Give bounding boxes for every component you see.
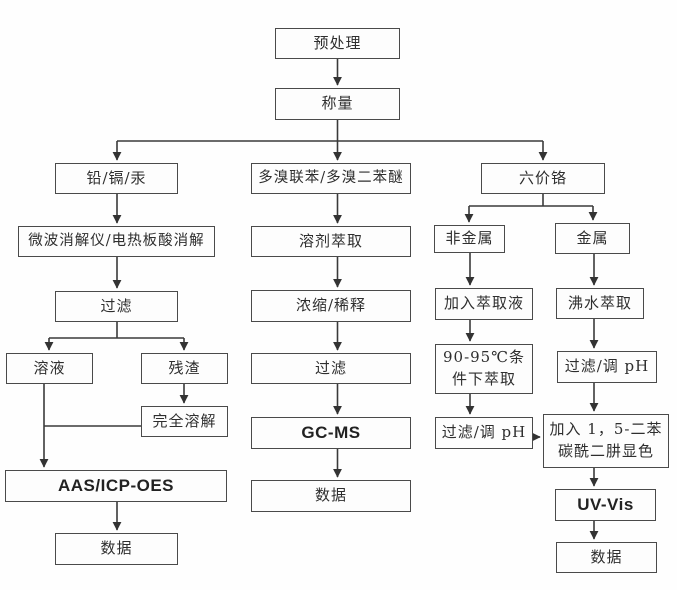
node-data-left: 数据	[55, 533, 178, 565]
node-acid-digestion: 微波消解仪/电热板酸消解	[18, 226, 215, 257]
node-filter-ph-nonmetal: 过滤/调 pH	[435, 417, 533, 449]
node-boiling-water-extraction: 沸水萃取	[556, 288, 644, 319]
node-uv-vis: UV-Vis	[555, 489, 656, 521]
node-filter-left: 过滤	[55, 291, 178, 322]
node-cr6: 六价铬	[481, 163, 605, 194]
node-concentrate-dilute: 浓缩/稀释	[251, 290, 411, 322]
node-pbb-pbde: 多溴联苯/多溴二苯醚	[251, 163, 411, 194]
node-residue: 残渣	[141, 353, 228, 384]
node-color-reagent: 加入 1，5-二苯 碳酰二肼显色	[543, 414, 669, 468]
connector-lines	[39, 59, 599, 540]
node-data-right: 数据	[556, 542, 657, 573]
node-pretreatment: 预处理	[275, 28, 400, 59]
node-nonmetal: 非金属	[434, 225, 505, 253]
node-data-mid: 数据	[251, 480, 411, 512]
node-metal: 金属	[555, 223, 630, 254]
node-solution: 溶液	[6, 353, 93, 384]
node-pb-cd-hg: 铅/镉/汞	[55, 163, 178, 194]
node-solvent-extraction: 溶剂萃取	[251, 226, 411, 257]
node-complete-dissolution: 完全溶解	[141, 406, 228, 437]
node-filter-ph-metal: 过滤/调 pH	[557, 351, 657, 383]
node-add-extractant: 加入萃取液	[435, 288, 533, 320]
node-weighing: 称量	[275, 88, 400, 120]
node-extract-90-95: 90-95℃条 件下萃取	[435, 344, 533, 394]
node-aas-icp-oes: AAS/ICP-OES	[5, 470, 227, 502]
node-filter-mid: 过滤	[251, 353, 411, 384]
node-gc-ms: GC-MS	[251, 417, 411, 449]
